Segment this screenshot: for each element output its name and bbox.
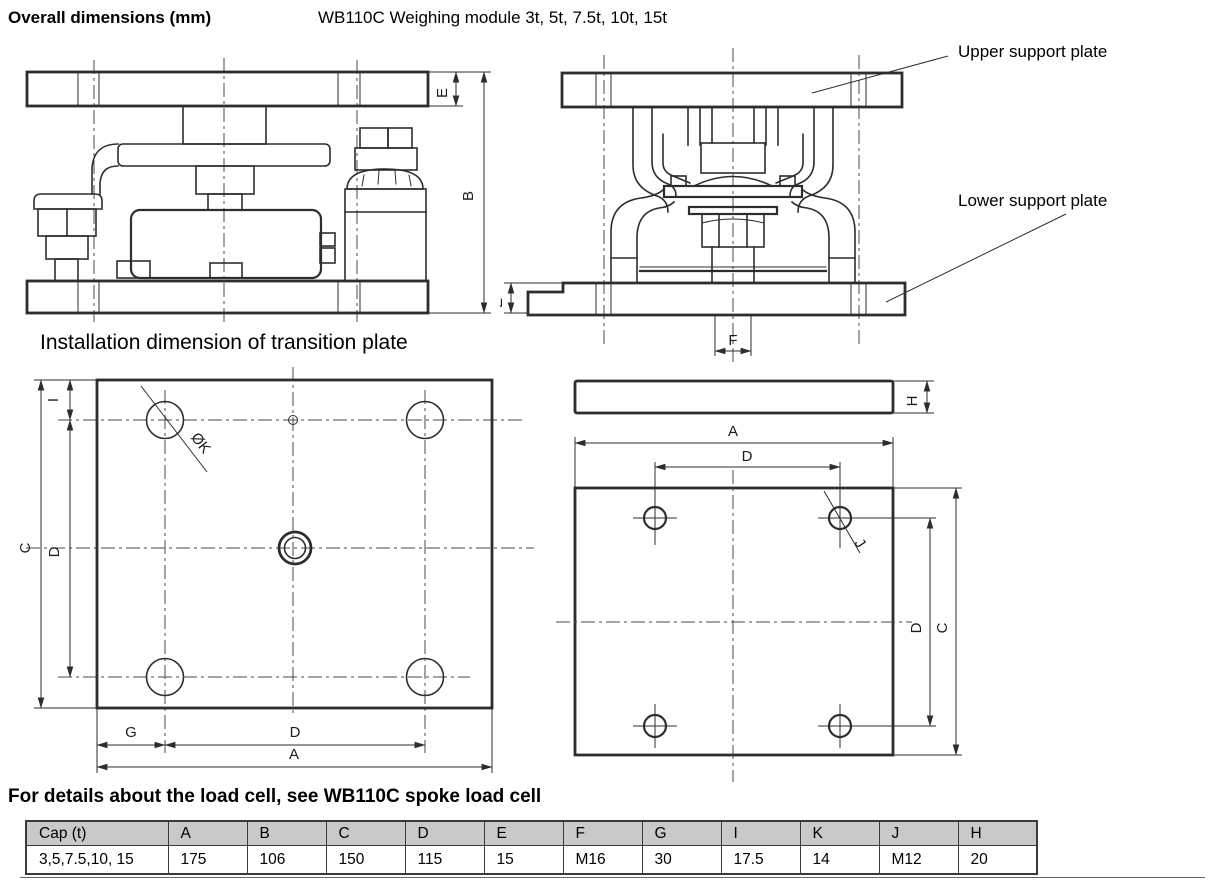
upper-support-plate [560,71,904,109]
dim-E: E [500,282,563,314]
corner-holes [145,400,445,697]
dim-F: F [714,315,752,356]
spec-header-cell-2: B [246,820,327,846]
spec-cell-0-2: 106 [246,845,327,875]
spec-cell-0-11: 20 [957,845,1038,875]
center-hole-inner [283,536,307,560]
spec-header-cell-9: K [799,820,880,846]
dim-B: B [428,71,491,314]
dim-D-top: D [654,448,841,548]
spec-cell-0-8: 17.5 [720,845,801,875]
lower-bell [610,188,856,284]
dim-I: I [45,379,74,421]
transition-plate [95,378,494,710]
load-cell-body [129,208,323,280]
right-mount-block [344,127,427,282]
centerlines [556,470,912,782]
dim-A: A [96,708,493,773]
pedestal [117,105,331,211]
svg-text:F: F [728,332,737,349]
spec-cell-0-6: M16 [562,845,643,875]
svg-text:E: E [500,298,506,308]
svg-text:A: A [728,423,738,440]
spec-header-cell-1: A [167,820,248,846]
plate-edge-view [573,379,895,415]
spec-header-cell-8: I [720,820,801,846]
side-view-drawing: E B [25,58,491,322]
spec-header-cell-10: J [878,820,959,846]
dim-D-bottom: D [164,724,426,749]
spec-header-cell-3: C [325,820,406,846]
callout-upper-support-plate: Upper support plate [958,42,1108,61]
svg-text:A: A [289,746,299,763]
model-subtitle: WB110C Weighing module 3t, 5t, 7.5t, 10t… [318,8,668,27]
rocker-assembly [662,133,804,284]
svg-text:C: C [17,542,34,553]
spec-header-cell-7: G [641,820,722,846]
svg-text:B: B [460,191,477,201]
svg-text:G: G [125,724,137,741]
svg-text:E: E [434,88,451,98]
dim-D-right: D [908,517,934,727]
upper-bell [632,106,834,213]
svg-text:D: D [908,622,925,633]
callout-lower-support-plate: Lower support plate [958,191,1108,210]
dim-D-left: D [46,419,74,678]
dim-E: E [428,71,491,107]
spec-header-cell-5: E [483,820,564,846]
center-hole-outer [277,530,313,566]
small-pilot-hole [288,415,298,425]
dim-C: C [893,487,962,756]
spec-header-cell-4: D [404,820,485,846]
bottom-rule [20,877,1205,878]
svg-text:D: D [742,448,753,465]
spec-cell-0-10: M12 [878,845,959,875]
dim-A: A [574,423,894,488]
lower-plate [25,279,430,315]
upper-plate [25,70,430,108]
transition-plate-drawing: ØK C D I G D A [17,367,534,773]
svg-text:H: H [904,396,921,407]
spec-cell-0-5: 15 [483,845,564,875]
lower-plate-drawing: H A D [556,379,962,782]
footer-note: For details about the load cell, see WB1… [8,786,542,807]
dim-K: ØK [140,385,214,473]
spec-cell-0-1: 175 [167,845,248,875]
svg-text:C: C [934,622,951,633]
svg-text:J: J [851,535,869,551]
spec-cell-0-7: 30 [641,845,722,875]
front-view-drawing: F E [500,48,1067,362]
svg-text:ØK: ØK [187,429,214,457]
leader-lower-plate [885,213,1067,303]
svg-text:D: D [46,546,63,557]
hole-centermarks [633,517,936,748]
dim-G: G [96,724,166,749]
page-title: Overall dimensions (mm) [8,8,212,27]
centerlines [26,367,534,753]
svg-text:D: D [290,724,301,741]
dim-H: H [893,380,934,414]
spec-header-cell-11: H [957,820,1038,846]
leader-upper-plate [811,55,949,94]
load-cell-details [116,232,336,279]
lower-support-plate [526,281,907,317]
plate-bolt-ticks [77,72,361,313]
spec-cell-0-4: 115 [404,845,485,875]
spec-cell-0-9: 14 [799,845,880,875]
spec-header-cell-0: Cap (t) [25,820,169,846]
spec-cell-0-3: 150 [325,845,406,875]
installation-caption: Installation dimension of transition pla… [40,331,408,354]
spec-cell-0-0: 3,5,7.5,10, 15 [25,845,169,875]
svg-text:I: I [45,398,62,402]
spec-header-cell-6: F [562,820,643,846]
centerlines [603,48,860,362]
dim-C: C [17,379,97,709]
left-bolt-assembly [33,143,119,282]
